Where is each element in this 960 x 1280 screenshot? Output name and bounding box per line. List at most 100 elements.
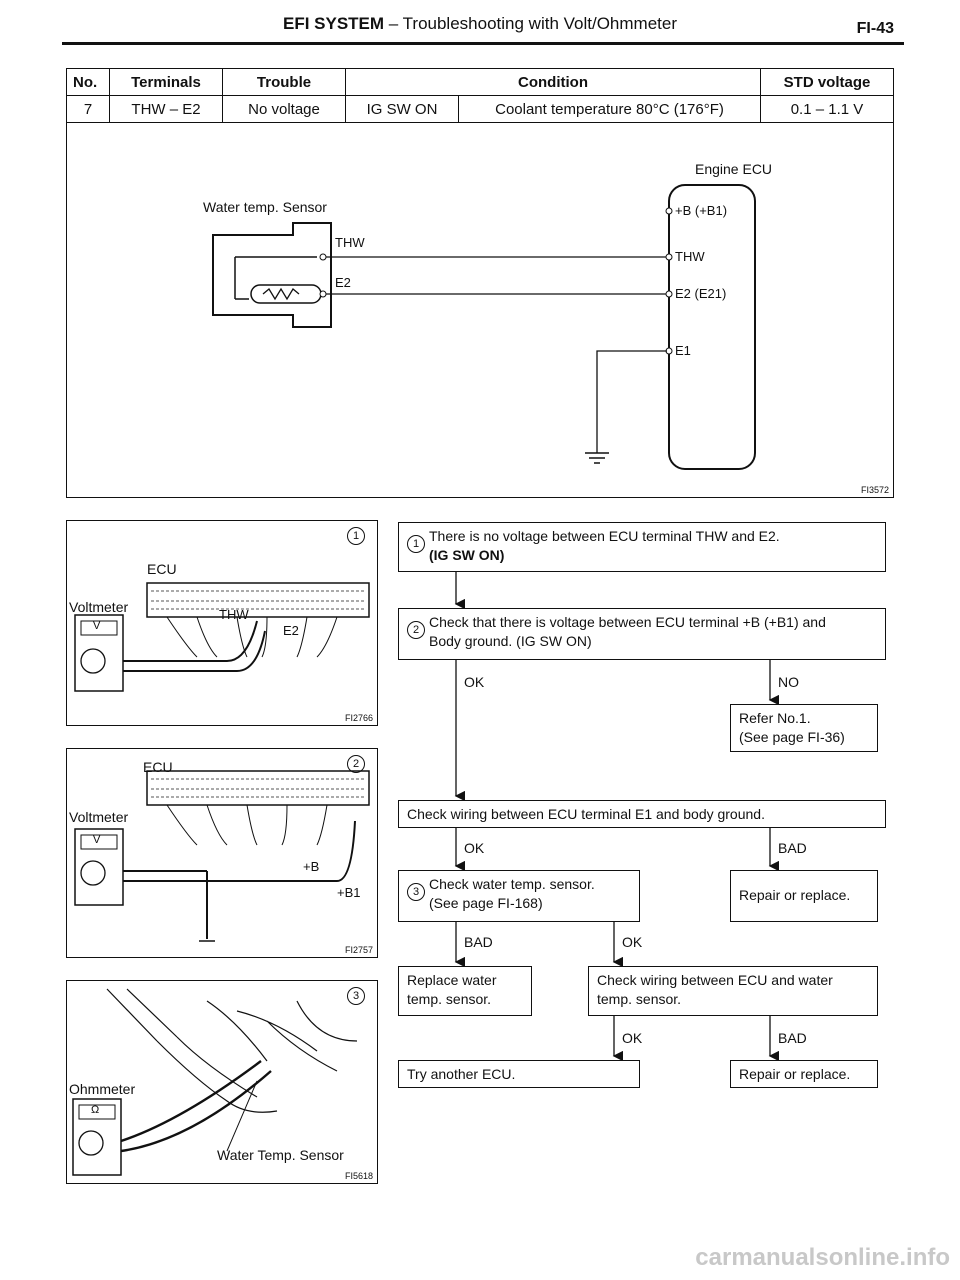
figure-code: FI3572 <box>860 485 889 495</box>
figure-2-b1-label: +B1 <box>337 885 361 900</box>
refer-line2: (See page FI-36) <box>739 729 845 745</box>
replace-line2: temp. sensor. <box>407 991 492 1007</box>
table-row: 7 THW – E2 No voltage IG SW ON Coolant t… <box>66 95 894 123</box>
circuit-wiring-svg <box>212 184 756 470</box>
step-1-line2: (IG SW ON) <box>429 547 505 563</box>
step-3-bad-label: BAD <box>464 934 493 950</box>
voltmeter-body <box>74 614 124 692</box>
step-2-number: 2 <box>407 621 425 639</box>
figure-2-panel: 2 ECU Voltmeter V +B +B1 FI2757 <box>66 748 378 958</box>
sensor-housing <box>212 222 332 328</box>
figure-1-ecu-label: ECU <box>147 561 177 577</box>
try-ecu-text: Try another ECU. <box>407 1066 516 1082</box>
wiring-check-box: Check wiring between ECU and water temp. … <box>588 966 878 1016</box>
voltmeter-body <box>74 828 124 906</box>
voltmeter-leads <box>123 620 266 672</box>
voltmeter-display <box>80 834 118 850</box>
figure-1-panel: 1 ECU Voltmeter V THW E2 FI2766 <box>66 520 378 726</box>
step-2-no-label: NO <box>778 674 799 690</box>
thermistor-zigzag <box>262 287 300 301</box>
ecu-title: Engine ECU <box>695 161 773 177</box>
watermark: carmanualsonline.info <box>695 1244 950 1271</box>
e1-check-text: Check wiring between ECU terminal E1 and… <box>407 806 765 822</box>
page-number: FI-43 <box>856 20 894 37</box>
replace-line1: Replace water <box>407 972 497 988</box>
ecu-connector <box>146 770 370 806</box>
sensor-title: Water temp. Sensor <box>203 199 327 215</box>
wiring-line2: temp. sensor. <box>597 991 682 1007</box>
ecu-connector <box>146 582 370 618</box>
connector-pins <box>151 590 365 610</box>
try-ecu-box: Try another ECU. <box>398 1060 640 1088</box>
circuit-diagram-panel: Engine ECU Water temp. Sensor THW E2 +B … <box>66 122 894 498</box>
figure-3-drawing <box>72 988 358 1176</box>
sensor-e2-terminal <box>319 290 327 298</box>
ohmmeter-leads <box>120 1060 272 1153</box>
repair-box-2: Repair or replace. <box>730 1060 878 1088</box>
step-3-ok-label: OK <box>622 934 643 950</box>
wire-e1-ground <box>596 350 667 453</box>
figure-3-code: FI5618 <box>344 1171 373 1181</box>
cell-no: 7 <box>66 95 110 123</box>
header-rule <box>62 42 904 45</box>
ohmmeter-dial <box>78 1130 104 1156</box>
figure-1-voltmeter-label: Voltmeter <box>69 599 129 615</box>
step-3-line2: (See page FI-168) <box>429 895 543 911</box>
refer-line1: Refer No.1. <box>739 710 811 726</box>
figure-3-ohmmeter-label: Ohmmeter <box>69 1081 136 1097</box>
figure-1-v-label: V <box>93 620 101 632</box>
voltmeter-dial <box>80 860 106 886</box>
ohmmeter-body <box>72 1098 122 1176</box>
header-terminals: Terminals <box>109 68 223 96</box>
sensor-internal-line <box>234 256 317 300</box>
connector-pins <box>151 778 365 798</box>
repair-box-1: Repair or replace. <box>730 870 878 922</box>
step-1-line1: There is no voltage between ECU terminal… <box>429 528 780 544</box>
sensor-thw-label: THW <box>335 235 365 250</box>
spec-table: No. Terminals Trouble Condition STD volt… <box>66 68 894 123</box>
replace-sensor-box: Replace water temp. sensor. <box>398 966 532 1016</box>
step-3-line1: Check water temp. sensor. <box>429 876 595 892</box>
figure-2-drawing <box>74 770 370 942</box>
e1-check-box: Check wiring between ECU terminal E1 and… <box>398 800 886 828</box>
figure-1-code: FI2766 <box>344 713 373 723</box>
ecu-b-terminal <box>665 207 673 215</box>
sensor-thw-terminal <box>319 253 327 261</box>
figure-2-number: 2 <box>347 755 369 773</box>
figure-2-ecu-label: ECU <box>143 759 173 775</box>
figure-1-thw-label: THW <box>219 607 249 622</box>
header-condition: Condition <box>345 68 761 96</box>
figure-3-panel: 3 Ohmmeter Ω Water Temp. Sensor FI5618 <box>66 980 378 1184</box>
figure-3-sensor-label: Water Temp. Sensor <box>217 1147 344 1163</box>
ecu-e2-label: E2 (E21) <box>675 286 727 301</box>
step-3-number: 3 <box>407 883 425 901</box>
step-2-ok-label: OK <box>464 674 485 690</box>
sensor-callout-line <box>226 1080 258 1152</box>
wiring-line1: Check wiring between ECU and water <box>597 972 833 988</box>
repair-1-text: Repair or replace. <box>739 887 851 903</box>
figure-2-b-label: +B <box>303 859 320 874</box>
ecu-e1-label: E1 <box>675 343 691 358</box>
page-header-title: EFI SYSTEM – Troubleshooting with Volt/O… <box>282 14 677 33</box>
voltmeter-leads <box>123 820 356 882</box>
figure-3-ohm-label: Ω <box>91 1104 100 1116</box>
ecu-thw-terminal <box>665 253 673 261</box>
wiring-ok-label: OK <box>622 1030 643 1046</box>
cell-condition-ig: IG SW ON <box>345 95 459 123</box>
figure-2-v-label: V <box>93 834 101 846</box>
figure-2-voltmeter-label: Voltmeter <box>69 809 129 825</box>
step-2-line2: Body ground. (IG SW ON) <box>429 633 592 649</box>
wire-harness <box>166 804 328 846</box>
ecu-box <box>668 184 756 470</box>
e1-ok-label: OK <box>464 840 485 856</box>
table-header-row: No. Terminals Trouble Condition STD volt… <box>66 68 894 96</box>
voltmeter-dial <box>80 648 106 674</box>
voltmeter-display <box>80 620 118 636</box>
figure-1-number: 1 <box>347 527 369 545</box>
refer-box: Refer No.1. (See page FI-36) <box>730 704 878 752</box>
repair-2-text: Repair or replace. <box>739 1066 851 1082</box>
